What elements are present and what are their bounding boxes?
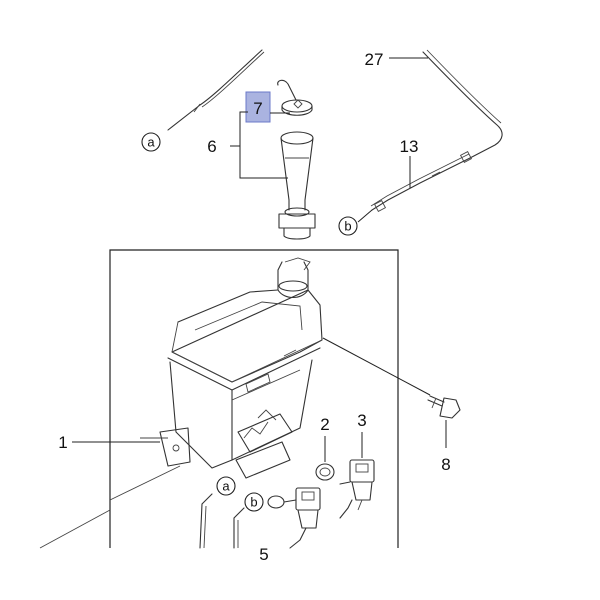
hose-b-lower: [233, 507, 245, 549]
leader-bolt-to-tank: [322, 337, 431, 396]
mounting-lines: [39, 437, 181, 549]
ref-b-bottom: b: [244, 492, 264, 512]
washer-pump-5: [267, 487, 321, 549]
callout-7: 7: [253, 99, 262, 118]
callout-8: 8: [441, 455, 450, 474]
ref-a-top-text: a: [147, 135, 155, 150]
washer-tube-27: [422, 49, 503, 159]
filler-neck: [278, 131, 316, 240]
leader-b-top: [357, 209, 373, 223]
ref-a-bottom-text: a: [222, 479, 230, 494]
grommet-2: [315, 463, 335, 481]
reservoir-tank: [159, 257, 323, 479]
hose-a-lower: [199, 493, 213, 549]
ref-b-top-text: b: [344, 219, 351, 234]
callout-7-box: [245, 91, 271, 123]
hose-a-upper: [167, 49, 265, 131]
callout-3: 3: [357, 411, 366, 430]
bolt-8: [427, 395, 461, 419]
callout-13: 13: [400, 137, 419, 156]
callout-2: 2: [320, 415, 329, 434]
callout-6: 6: [207, 137, 216, 156]
washer-hose-13: [370, 150, 473, 213]
filler-cap: [277, 79, 313, 116]
bracket-6-7: [230, 111, 290, 179]
ref-a-top: a: [141, 132, 161, 152]
ref-b-bottom-text: b: [250, 495, 257, 510]
ref-a-bottom: a: [216, 476, 236, 496]
callout-5: 5: [259, 545, 268, 564]
washer-pump-3: [339, 459, 375, 519]
callout-7-highlight: 7: [245, 91, 271, 123]
ref-b-top: b: [338, 216, 358, 236]
callout-27: 27: [365, 50, 384, 69]
callout-1: 1: [58, 433, 67, 452]
assembly-frame: [109, 249, 399, 548]
